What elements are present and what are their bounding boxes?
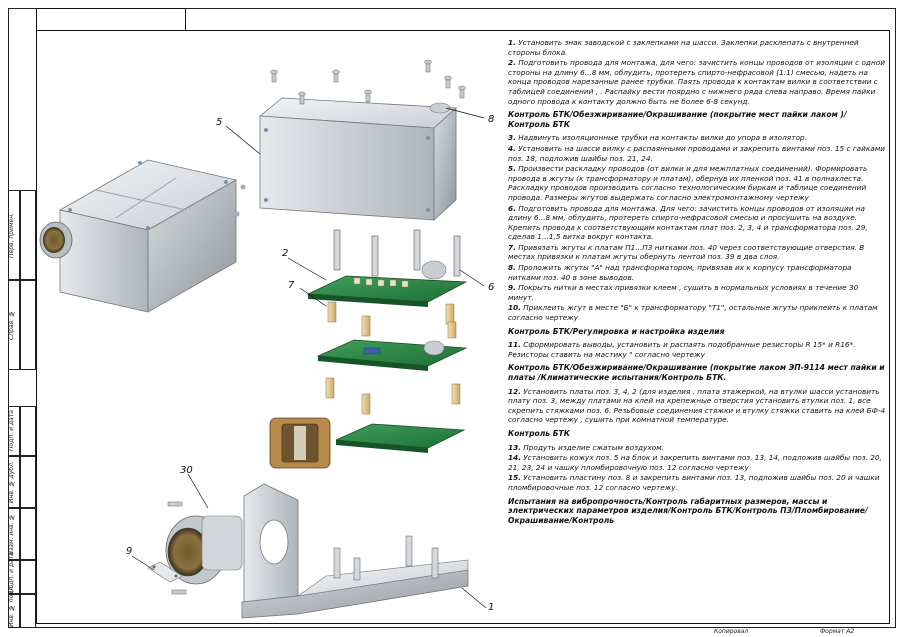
side-label: Инв. № дубл. <box>8 461 15 503</box>
step-text: Установить знак заводской с заклепками н… <box>508 38 859 57</box>
side-label: Перв. примен. <box>8 212 15 258</box>
step-text: Установить пластину поз. 8 и закрепить в… <box>508 473 880 492</box>
chassis-part-1 <box>241 483 469 619</box>
instruction-step: 8. Проложить жгуты "А" над трансформатор… <box>508 263 886 282</box>
instruction-step: 2. Подготовить провода для монтажа, для … <box>508 58 886 106</box>
control-step: Испытания на вибропрочность/Контроль габ… <box>508 496 868 525</box>
instruction-step: 11. Сформировать выводы, установить и ра… <box>508 340 886 359</box>
callout-1: 1 <box>488 602 494 613</box>
callout-leaders <box>131 107 487 609</box>
exploded-assembly-drawing: 5 8 2 7 6 30 9 1 <box>39 59 494 619</box>
side-label: Взам. инв. № <box>8 513 15 555</box>
callout-30: 30 <box>180 465 193 476</box>
instruction-step: 4. Установить на шасси вилку с распаянны… <box>508 144 886 163</box>
pcb-board-2 <box>306 260 468 307</box>
footer-copied: Копировал <box>714 628 749 635</box>
pcb-board-4-transformer <box>269 417 466 469</box>
side-cell <box>8 508 20 560</box>
step-number: 10. <box>508 303 521 313</box>
inner-frame <box>36 30 890 624</box>
control-step: Контроль БТК/Обезжиривание/Окрашивание (… <box>508 363 885 382</box>
side-cell <box>20 406 36 456</box>
step-text: Надвинуть изоляционные трубки на контакт… <box>518 133 807 143</box>
step-number: 13. <box>508 442 521 452</box>
side-cell <box>20 508 36 560</box>
step-number: 1. <box>508 38 516 47</box>
side-cell <box>8 560 20 594</box>
assembly-instructions: 1. Установить знак заводской с заклепкам… <box>508 38 886 529</box>
step-number: 2. <box>508 58 516 68</box>
side-label: Справ. № <box>8 310 15 340</box>
step-number: 8. <box>508 263 516 273</box>
pcb-board-3 <box>316 339 468 371</box>
step-text: Подготовить провода для монтажа, для чег… <box>508 58 885 106</box>
control-step: Контроль БТК/Обезжиривание/Окрашивание (… <box>508 110 847 129</box>
callout-8: 8 <box>488 114 494 125</box>
instruction-step: 13. Продуть изделие сжатым воздухом. <box>508 443 886 453</box>
step-number: 11. <box>508 340 521 350</box>
instruction-step: 14. Установить кожух поз. 5 на блок и за… <box>508 453 886 472</box>
connector-part-30 <box>165 501 243 595</box>
instruction-step: 1. Установить знак заводской с заклепкам… <box>508 38 886 57</box>
side-cell <box>8 280 20 370</box>
instruction-step: 5. Произвести раскладку проводов (от вил… <box>508 164 886 202</box>
side-cell <box>8 456 20 508</box>
plate-part-9 <box>147 561 183 583</box>
side-cell <box>20 560 36 594</box>
step-text: Установить платы поз. 3, 4, 2 (для издел… <box>508 386 886 425</box>
step-text: Приклеить жгут в месте "Б" к трансформат… <box>508 303 878 323</box>
footer-format: Формат А2 <box>820 628 855 635</box>
assembled-unit-view <box>39 159 246 313</box>
callout-6: 6 <box>488 282 494 293</box>
step-text: Произвести раскладку проводов (от вилки … <box>508 164 868 202</box>
control-step: Контроль БТК <box>508 428 570 438</box>
instruction-step: 6. Подготовить провода для монтажа. Для … <box>508 204 886 242</box>
side-cell <box>20 280 36 370</box>
step-number: 14. <box>508 453 521 463</box>
callout-7: 7 <box>288 280 295 291</box>
callout-2: 2 <box>282 248 288 259</box>
side-cell <box>8 406 20 456</box>
callout-9: 9 <box>126 546 132 557</box>
step-number: 6. <box>508 203 516 213</box>
side-cell <box>8 190 20 280</box>
step-text: Установить кожух поз. 5 на блок и закреп… <box>508 453 882 472</box>
step-text: Сформировать выводы, установить и распая… <box>508 340 856 359</box>
step-text: Установить на шасси вилку с распаянными … <box>508 143 886 163</box>
step-number: 7. <box>508 242 516 252</box>
side-cell <box>20 190 36 280</box>
cover-part-5 <box>258 59 466 221</box>
step-number: 5. <box>508 164 516 174</box>
step-text: Подготовить провода для монтажа. Для чег… <box>508 203 868 242</box>
control-step: Контроль БТК/Регулировка и настройка изд… <box>508 326 725 336</box>
step-text: Привязать жгуты к платам П1...П3 нитками… <box>508 242 865 262</box>
top-stamp-box <box>36 8 186 30</box>
side-label: Инв. № подл. <box>8 584 15 627</box>
callout-5: 5 <box>216 117 222 128</box>
step-number: 9. <box>508 283 516 293</box>
instruction-step: 10. Приклеить жгут в месте "Б" к трансфо… <box>508 303 886 322</box>
step-text: Продуть изделие сжатым воздухом. <box>523 442 664 452</box>
side-cell <box>20 456 36 508</box>
step-number: 12. <box>508 386 521 396</box>
step-number: 15. <box>508 473 521 483</box>
instruction-step: 15. Установить пластину поз. 8 и закрепи… <box>508 473 886 492</box>
instruction-step: 7. Привязать жгуты к платам П1...П3 нитк… <box>508 243 886 262</box>
step-number: 4. <box>508 143 516 153</box>
side-cell <box>8 594 20 628</box>
side-label: Подп. и дата <box>8 410 15 452</box>
standoffs-upper <box>333 229 461 277</box>
instruction-step: 3. Надвинуть изоляционные трубки на конт… <box>508 133 886 143</box>
step-text: Проложить жгуты "А" над трансформатором,… <box>508 263 852 282</box>
instruction-step: 12. Установить платы поз. 3, 4, 2 (для и… <box>508 387 886 425</box>
instruction-step: 9. Покрыть нитки в местах привязки клеем… <box>508 283 886 302</box>
brass-spacers <box>325 301 461 415</box>
step-text: Покрыть нитки в местах привязки клеем , … <box>508 283 859 302</box>
step-number: 3. <box>508 133 516 143</box>
side-stamp-strip: Перв. примен. Справ. № Подп. и дата Инв.… <box>8 190 36 628</box>
side-cell <box>20 594 36 628</box>
